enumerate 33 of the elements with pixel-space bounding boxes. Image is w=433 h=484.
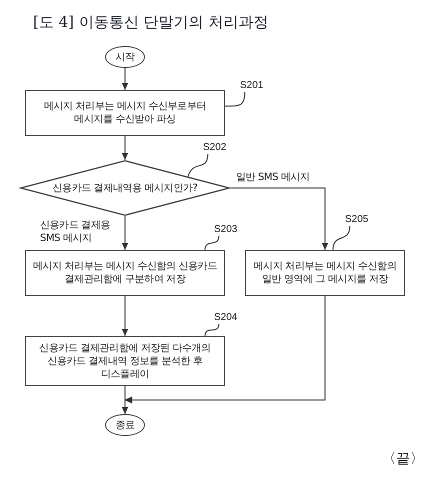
process-box: [25, 90, 225, 136]
step-description: 신용카드 결제관리함에 저장된 다수개의 신용카드 결제내역 정보를 분석한 후 디스플레이: [38, 342, 212, 380]
end-note: 〈끝〉: [382, 450, 424, 468]
terminal-label: 종료: [115, 418, 135, 432]
leader-line: [332, 226, 350, 250]
leader-line: [204, 236, 220, 250]
terminal-oval: [105, 414, 145, 436]
process-box: [25, 250, 225, 296]
terminal-oval: [105, 46, 145, 68]
step-description: 메시지 처리부는 메시지 수신함의 신용카드 결제관리함에 구분하여 저장: [32, 260, 218, 286]
decision-question: 신용카드 결제내역용 메시지인가?: [52, 182, 198, 194]
leader-line: [204, 324, 220, 336]
arrow: [122, 68, 128, 90]
step-description: 메시지 처리부는 메시지 수신부로부터 메시지를 수신받아 파싱: [43, 100, 207, 126]
step-number: S203: [214, 224, 238, 236]
step-number: S202: [203, 142, 227, 154]
figure-title: [도 4] 이동통신 단말기의 처리과정: [33, 12, 268, 32]
arrow: [122, 216, 128, 250]
arrow: [122, 296, 128, 336]
step-number: S204: [214, 312, 238, 324]
edge-label: 신용카드 결제용 SMS 메시지: [40, 219, 111, 245]
arrow: [122, 296, 326, 414]
step-description: 메시지 처리부는 메시지 수신함의 일반 영역에 그 메시지를 저장: [252, 260, 398, 286]
arrow: [230, 188, 328, 250]
step-number: S205: [345, 214, 369, 226]
arrow: [122, 136, 128, 160]
leader-line: [224, 92, 246, 107]
leader-line: [188, 154, 208, 178]
process-box: [245, 250, 405, 296]
terminal-label: 시작: [115, 50, 135, 64]
edge-label: 일반 SMS 메시지: [236, 171, 310, 184]
process-box: [25, 336, 225, 386]
step-number: S201: [240, 80, 264, 92]
